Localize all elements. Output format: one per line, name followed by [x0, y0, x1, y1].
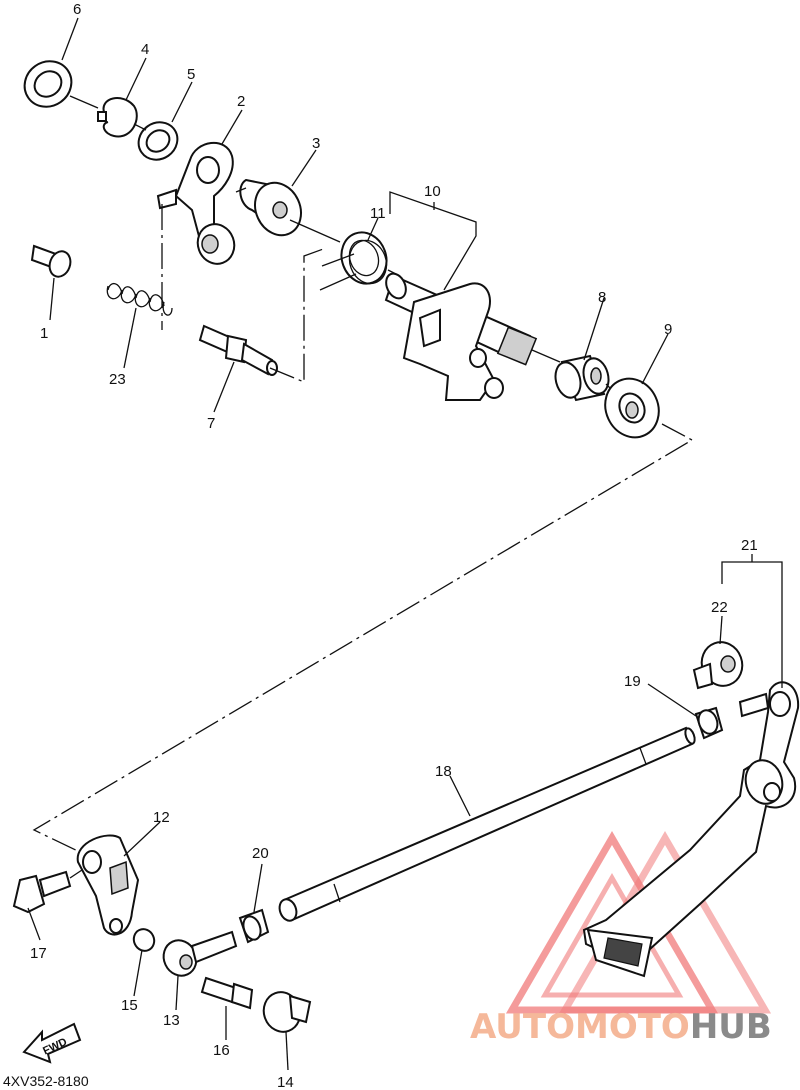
- callout-labels: 1 2 3 4 5 6 7 8 9 10 11 12 13 14 15 16 1…: [30, 1, 758, 1090]
- callout-14: 14: [277, 1074, 294, 1090]
- callout-7: 7: [207, 415, 215, 432]
- part-15-washer: [132, 928, 156, 952]
- callout-1: 1: [40, 325, 48, 342]
- callout-16: 16: [213, 1042, 230, 1059]
- callout-15: 15: [121, 997, 138, 1014]
- callout-13: 13: [163, 1012, 180, 1029]
- svg-text:AUTOMOTOHUB: AUTOMOTOHUB: [470, 1007, 772, 1047]
- callout-17: 17: [30, 945, 47, 962]
- part-4-circlip: [97, 97, 138, 138]
- part-9-oil-seal: [604, 377, 660, 439]
- part-2-stopper-lever: [156, 141, 236, 265]
- callout-19: 19: [624, 673, 641, 690]
- watermark-text-part2: MOTO: [575, 1007, 690, 1047]
- part-10-shift-shaft: [384, 272, 538, 401]
- center-lines-upper: [69, 95, 611, 389]
- callout-3: 3: [312, 135, 320, 152]
- watermark-text-part1: AUTO: [470, 1007, 575, 1047]
- part-13-rod-end: [162, 930, 238, 977]
- center-line-link: [32, 423, 694, 855]
- callout-2: 2: [237, 93, 245, 110]
- brackets: [389, 191, 783, 688]
- callout-8: 8: [598, 289, 606, 306]
- part-16-bolt: [200, 976, 254, 1010]
- part-20-nut: [238, 908, 270, 944]
- callout-6: 6: [73, 1, 81, 18]
- part-7-bolt: [198, 324, 278, 376]
- part-1-pin: [30, 244, 72, 278]
- callout-23: 23: [109, 371, 126, 388]
- watermark-text-part3: HUB: [690, 1007, 772, 1047]
- part-18-shift-rod: [278, 726, 696, 922]
- part-3-collar: [239, 178, 302, 237]
- part-12-shift-arm: [76, 834, 140, 936]
- callout-20: 20: [252, 845, 269, 862]
- callout-21: 21: [741, 537, 758, 554]
- part-17-bolt: [12, 869, 83, 914]
- part-19-nut: [694, 706, 724, 740]
- part-21-shift-pedal: [582, 681, 800, 978]
- callout-10: 10: [424, 183, 441, 200]
- callout-11: 11: [370, 205, 386, 222]
- callout-12: 12: [153, 809, 170, 826]
- part-6-washer: [23, 60, 73, 108]
- diagram-code: 4XV352-8180: [3, 1073, 89, 1089]
- fwd-arrow: FWD: [22, 1022, 82, 1064]
- part-5-washer: [137, 121, 179, 161]
- part-14-rod-end: [262, 991, 312, 1033]
- part-22-rod-end: [692, 641, 744, 690]
- watermark-text: AUTOMOTOHUB: [470, 1007, 772, 1047]
- part-23-spring: [106, 283, 173, 316]
- callout-4: 4: [141, 41, 149, 58]
- callout-18: 18: [435, 763, 452, 780]
- callout-9: 9: [664, 321, 672, 338]
- leader-lines: [27, 17, 723, 1071]
- part-8-collar: [554, 354, 610, 402]
- callout-22: 22: [711, 599, 728, 616]
- callout-5: 5: [187, 66, 195, 83]
- part-11-torsion-spring: [319, 231, 388, 291]
